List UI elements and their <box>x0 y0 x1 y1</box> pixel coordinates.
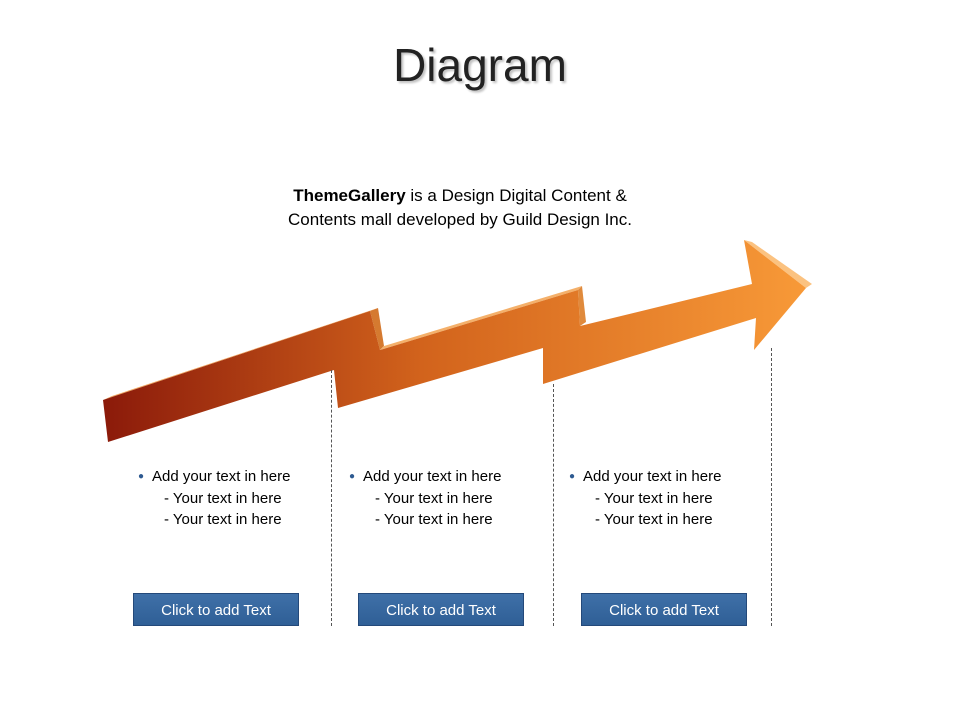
intro-line2: Contents mall developed by Guild Design … <box>288 210 632 229</box>
click-to-add-text-button-3[interactable]: Click to add Text <box>581 593 747 626</box>
sub-item: - Your text in here <box>375 511 493 528</box>
bullet-icon: ● <box>138 471 145 482</box>
arrow-body <box>103 240 806 442</box>
bullet-text: Add your text in here <box>583 468 722 485</box>
arrow-bevel-3 <box>380 286 582 350</box>
sub-item: - Your text in here <box>164 511 282 528</box>
divider-line-1 <box>331 370 332 626</box>
page-title: Diagram <box>393 39 567 91</box>
divider-line-3 <box>771 348 772 626</box>
sub-item: - Your text in here <box>375 489 493 507</box>
text-column-3: ● Add your text in here - Your text in he… <box>569 466 769 531</box>
bullet-text: Add your text in here <box>363 468 502 485</box>
bullet-icon: ● <box>569 471 576 482</box>
text-column-2: ● Add your text in here - Your text in he… <box>349 466 549 531</box>
sub-item: - Your text in here <box>595 511 713 528</box>
click-to-add-text-button-2[interactable]: Click to add Text <box>358 593 524 626</box>
intro-line1: is a Design Digital Content & <box>405 186 627 205</box>
sub-item: - Your text in here <box>164 489 282 507</box>
bullet-item: ● Add your text in here <box>349 466 549 488</box>
text-column-1: ● Add your text in here - Your text in he… <box>138 466 338 531</box>
click-to-add-text-button-1[interactable]: Click to add Text <box>133 593 299 626</box>
arrow-bevel-5 <box>744 240 812 288</box>
intro-text: ThemeGallery is a Design Digital Content… <box>230 184 690 232</box>
arrow-bevel-1 <box>103 308 378 400</box>
arrow-bevel-4 <box>578 286 586 326</box>
bullet-item: ● Add your text in here <box>138 466 338 488</box>
sub-item: - Your text in here <box>595 489 713 507</box>
bullet-text: Add your text in here <box>152 468 291 485</box>
bullet-item: ● Add your text in here <box>569 466 769 488</box>
intro-brand: ThemeGallery <box>293 186 406 205</box>
divider-line-2 <box>553 384 554 626</box>
arrow-bevel-2 <box>370 308 384 350</box>
bullet-icon: ● <box>349 471 356 482</box>
